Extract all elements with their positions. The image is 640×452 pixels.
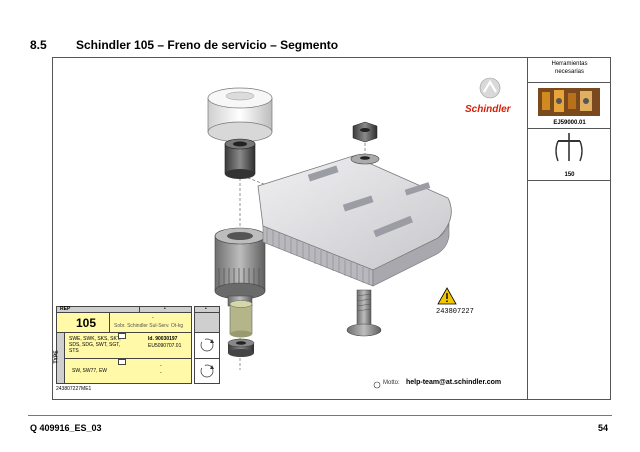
drawing-number: 243807227ME1 bbox=[56, 386, 92, 392]
parts-table: REP • • 105 - Sobr. Schindler Sul-Serv. … bbox=[53, 306, 220, 384]
brake-segment bbox=[257, 155, 452, 287]
row2-types: SWE, SWK, SKS, SKT, SDS, SDG, SWT, SGT, … bbox=[69, 336, 121, 354]
row3-types: SW, SW77, EW bbox=[72, 368, 108, 374]
lower-ring bbox=[227, 338, 255, 357]
dark-bushing bbox=[224, 138, 256, 179]
footer-rule bbox=[28, 415, 612, 416]
required-tools-panel: Herramientas necesarias EJ59000.01 150 bbox=[527, 57, 611, 400]
rep-number: 105 bbox=[76, 316, 97, 330]
warning-icon bbox=[437, 287, 457, 305]
row1-description: Sobr. Schindler Sul-Serv. Ot-kg bbox=[114, 323, 184, 329]
row3-value-2: - bbox=[160, 370, 162, 376]
row1-dash: - bbox=[152, 315, 154, 321]
document-reference: Q 409916_ES_03 bbox=[30, 423, 102, 433]
page-title: Schindler 105 – Freno de servicio – Segm… bbox=[76, 38, 339, 52]
row3-checkbox[interactable] bbox=[118, 359, 126, 365]
schindler-logo-icon bbox=[479, 77, 501, 99]
section-number: 8.5 bbox=[30, 38, 47, 52]
col-dot-1: • bbox=[164, 306, 166, 312]
contact-email[interactable]: help-team@at.schindler.com bbox=[406, 379, 502, 386]
globe-icon bbox=[373, 381, 381, 389]
exploded-diagram bbox=[207, 77, 501, 389]
type-label: TYPE bbox=[53, 350, 60, 364]
warning-code: 243807227 bbox=[436, 308, 474, 316]
washer bbox=[350, 153, 380, 165]
sleeve bbox=[229, 300, 253, 338]
pinion-gear bbox=[214, 227, 266, 307]
col-dot-2: • bbox=[205, 306, 207, 312]
rotate-arrow-icon bbox=[200, 338, 214, 352]
page-number: 54 bbox=[598, 423, 609, 433]
tool-cell-1: EJ59000.01 bbox=[528, 83, 611, 129]
hex-nut bbox=[352, 121, 378, 143]
row3-value-1: - bbox=[160, 363, 162, 369]
tools-header: Herramientas necesarias bbox=[528, 57, 611, 83]
tool-1-code: EJ59000.01 bbox=[553, 120, 586, 126]
bolt bbox=[346, 289, 382, 337]
contact-label: Motto: bbox=[383, 380, 400, 386]
tool-cell-2: 150 bbox=[528, 129, 611, 181]
illustration-frame bbox=[52, 57, 611, 400]
row2-ref-code: EU5090707.01 bbox=[148, 343, 182, 349]
rep-label: REP bbox=[60, 306, 71, 312]
row2-ref-id: Id. 90030197 bbox=[148, 336, 178, 342]
gear-puller-icon bbox=[555, 133, 583, 162]
tools-title: Herramientas bbox=[551, 61, 588, 67]
brand-wordmark: Schindler bbox=[465, 104, 511, 115]
white-cap bbox=[207, 87, 273, 143]
rotate-arrow-icon-2 bbox=[200, 364, 214, 378]
row2-checkbox[interactable] bbox=[118, 333, 126, 339]
tools-subtitle: necesarias bbox=[554, 69, 584, 75]
tool-set-icon bbox=[538, 88, 600, 116]
tool-2-code: 150 bbox=[564, 172, 575, 178]
